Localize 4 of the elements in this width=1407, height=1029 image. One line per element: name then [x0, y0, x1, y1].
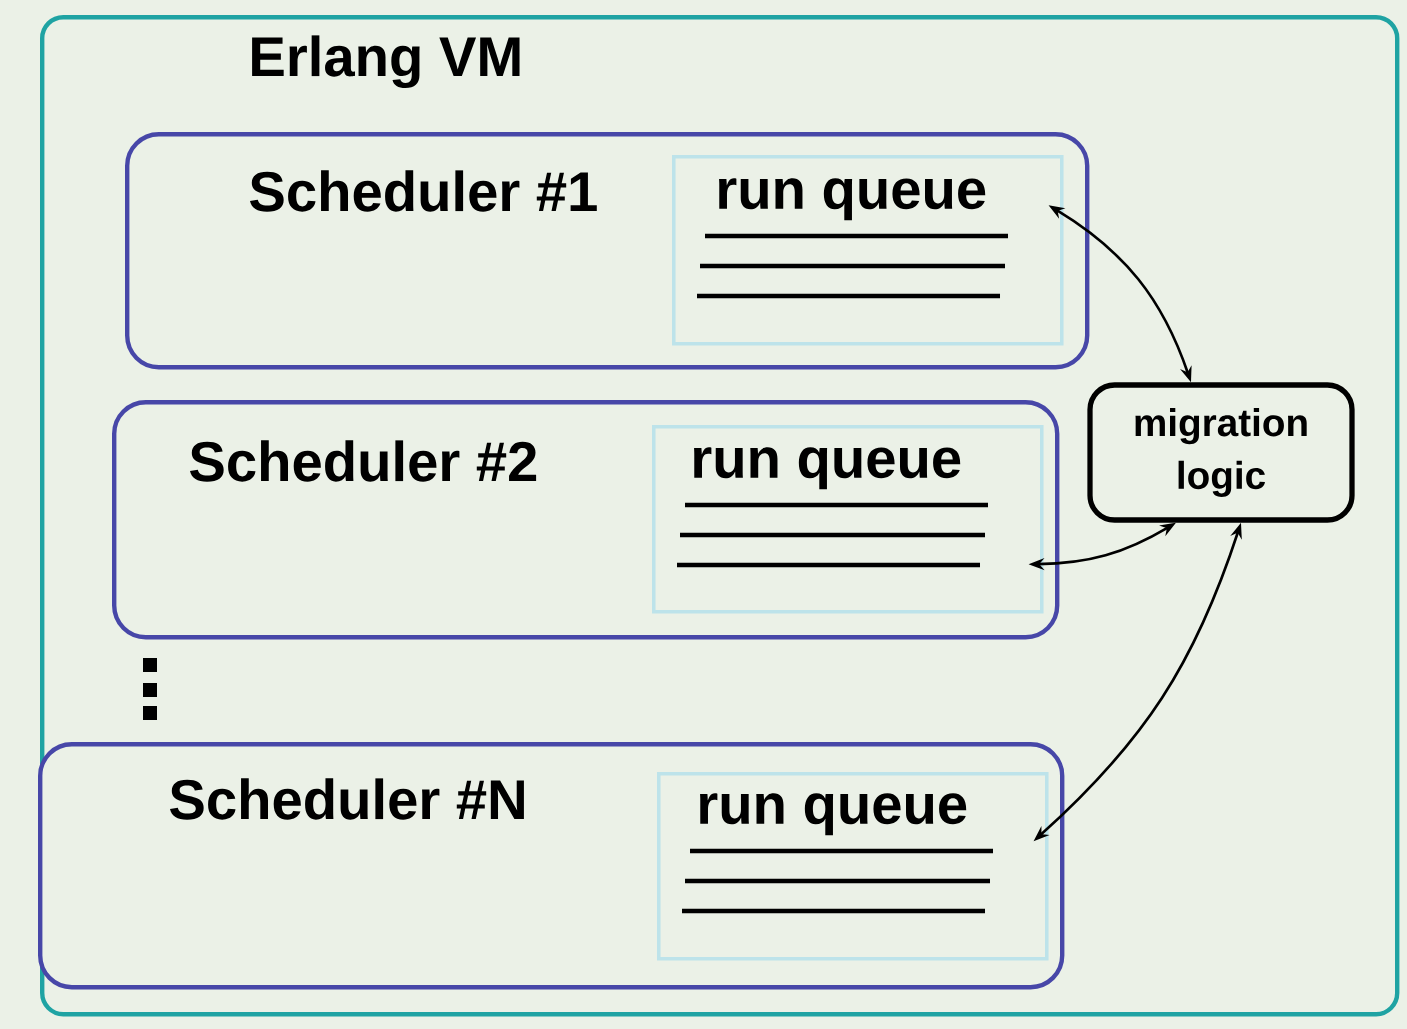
- run-queue-box: run queue: [652, 425, 1044, 614]
- run-queue-box: run queue: [657, 772, 1049, 961]
- migration-box: migration logic: [1087, 382, 1355, 523]
- run-queue-box: run queue: [672, 155, 1064, 346]
